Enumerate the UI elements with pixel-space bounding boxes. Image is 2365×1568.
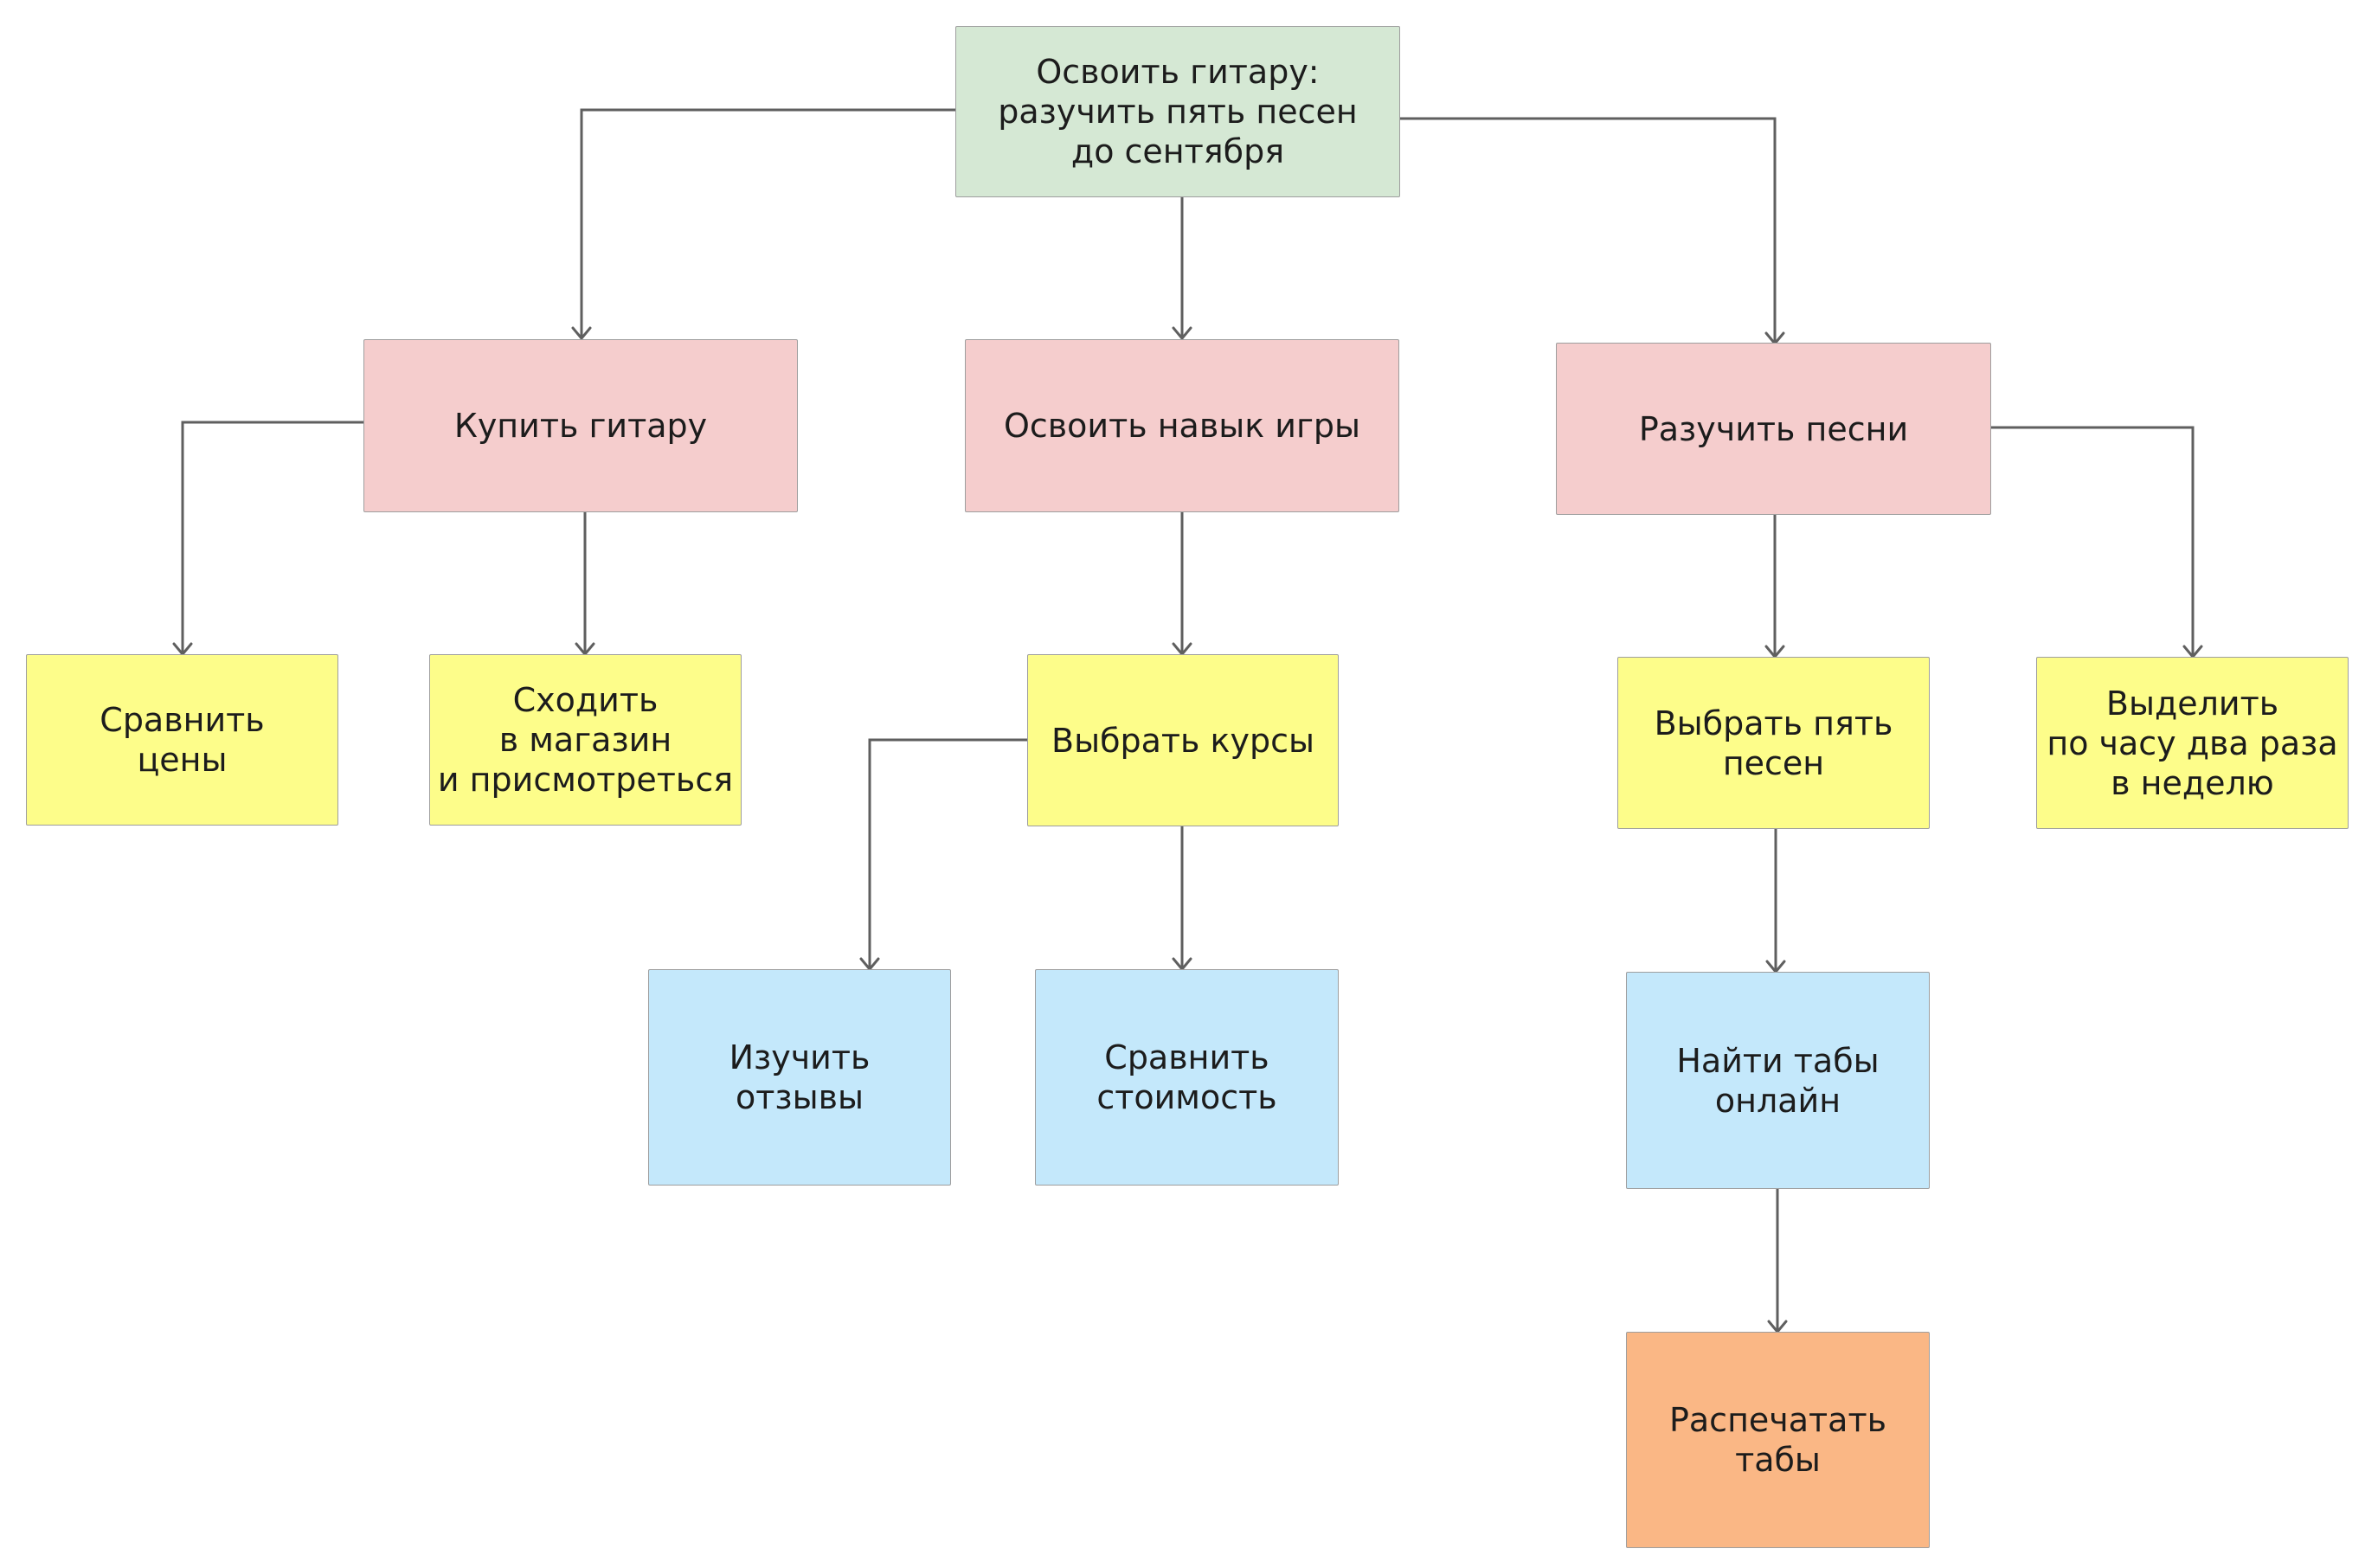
node-learn-songs[interactable]: Разучить песни <box>1556 343 1991 515</box>
node-print-tabs[interactable]: Распечатать табы <box>1626 1332 1930 1548</box>
edge-root-to-learn-songs <box>1400 117 1777 344</box>
node-study-reviews[interactable]: Изучить отзывы <box>648 969 951 1186</box>
node-schedule-time[interactable]: Выделить по часу два раза в неделю <box>2036 657 2349 829</box>
node-choose-courses[interactable]: Выбрать курсы <box>1027 654 1339 826</box>
node-choose-courses-label: Выбрать курсы <box>1051 721 1314 760</box>
node-buy-guitar-label: Купить гитару <box>453 407 708 445</box>
edge-choose-courses-to-study-reviews <box>868 738 1027 969</box>
node-learn-songs-label: Разучить песни <box>1638 409 1909 448</box>
node-compare-cost-label: Сравнить стоимость <box>1096 1038 1277 1116</box>
node-find-tabs-label: Найти табы онлайн <box>1676 1041 1880 1120</box>
node-visit-store[interactable]: Сходить в магазин и присмотреться <box>429 654 742 826</box>
node-find-tabs[interactable]: Найти табы онлайн <box>1626 972 1930 1189</box>
arrowhead-icon <box>571 326 592 340</box>
node-root-goal[interactable]: Освоить гитару: разучить пять песен до с… <box>955 26 1400 197</box>
edge-root-to-buy-guitar <box>580 108 955 338</box>
node-root-goal-label: Освоить гитару: разучить пять песен до с… <box>998 53 1358 170</box>
node-compare-prices[interactable]: Сравнить цены <box>26 654 338 826</box>
node-study-reviews-label: Изучить отзывы <box>729 1038 871 1116</box>
node-print-tabs-label: Распечатать табы <box>1668 1401 1886 1479</box>
node-learn-skill[interactable]: Освоить навык игры <box>965 339 1399 512</box>
node-choose-songs[interactable]: Выбрать пять песен <box>1617 657 1930 829</box>
node-compare-prices-label: Сравнить цены <box>100 701 265 779</box>
node-buy-guitar[interactable]: Купить гитару <box>363 339 798 512</box>
edge-buy-guitar-to-compare-prices <box>181 421 363 654</box>
node-choose-songs-label: Выбрать пять песен <box>1654 704 1893 782</box>
node-schedule-time-label: Выделить по часу два раза в неделю <box>2047 684 2338 802</box>
node-learn-skill-label: Освоить навык игры <box>1003 407 1361 445</box>
arrowhead-icon <box>1172 326 1192 340</box>
node-compare-cost[interactable]: Сравнить стоимость <box>1035 969 1339 1186</box>
edge-learn-songs-to-schedule-time <box>1991 426 2195 657</box>
node-visit-store-label: Сходить в магазин и присмотреться <box>437 681 734 799</box>
